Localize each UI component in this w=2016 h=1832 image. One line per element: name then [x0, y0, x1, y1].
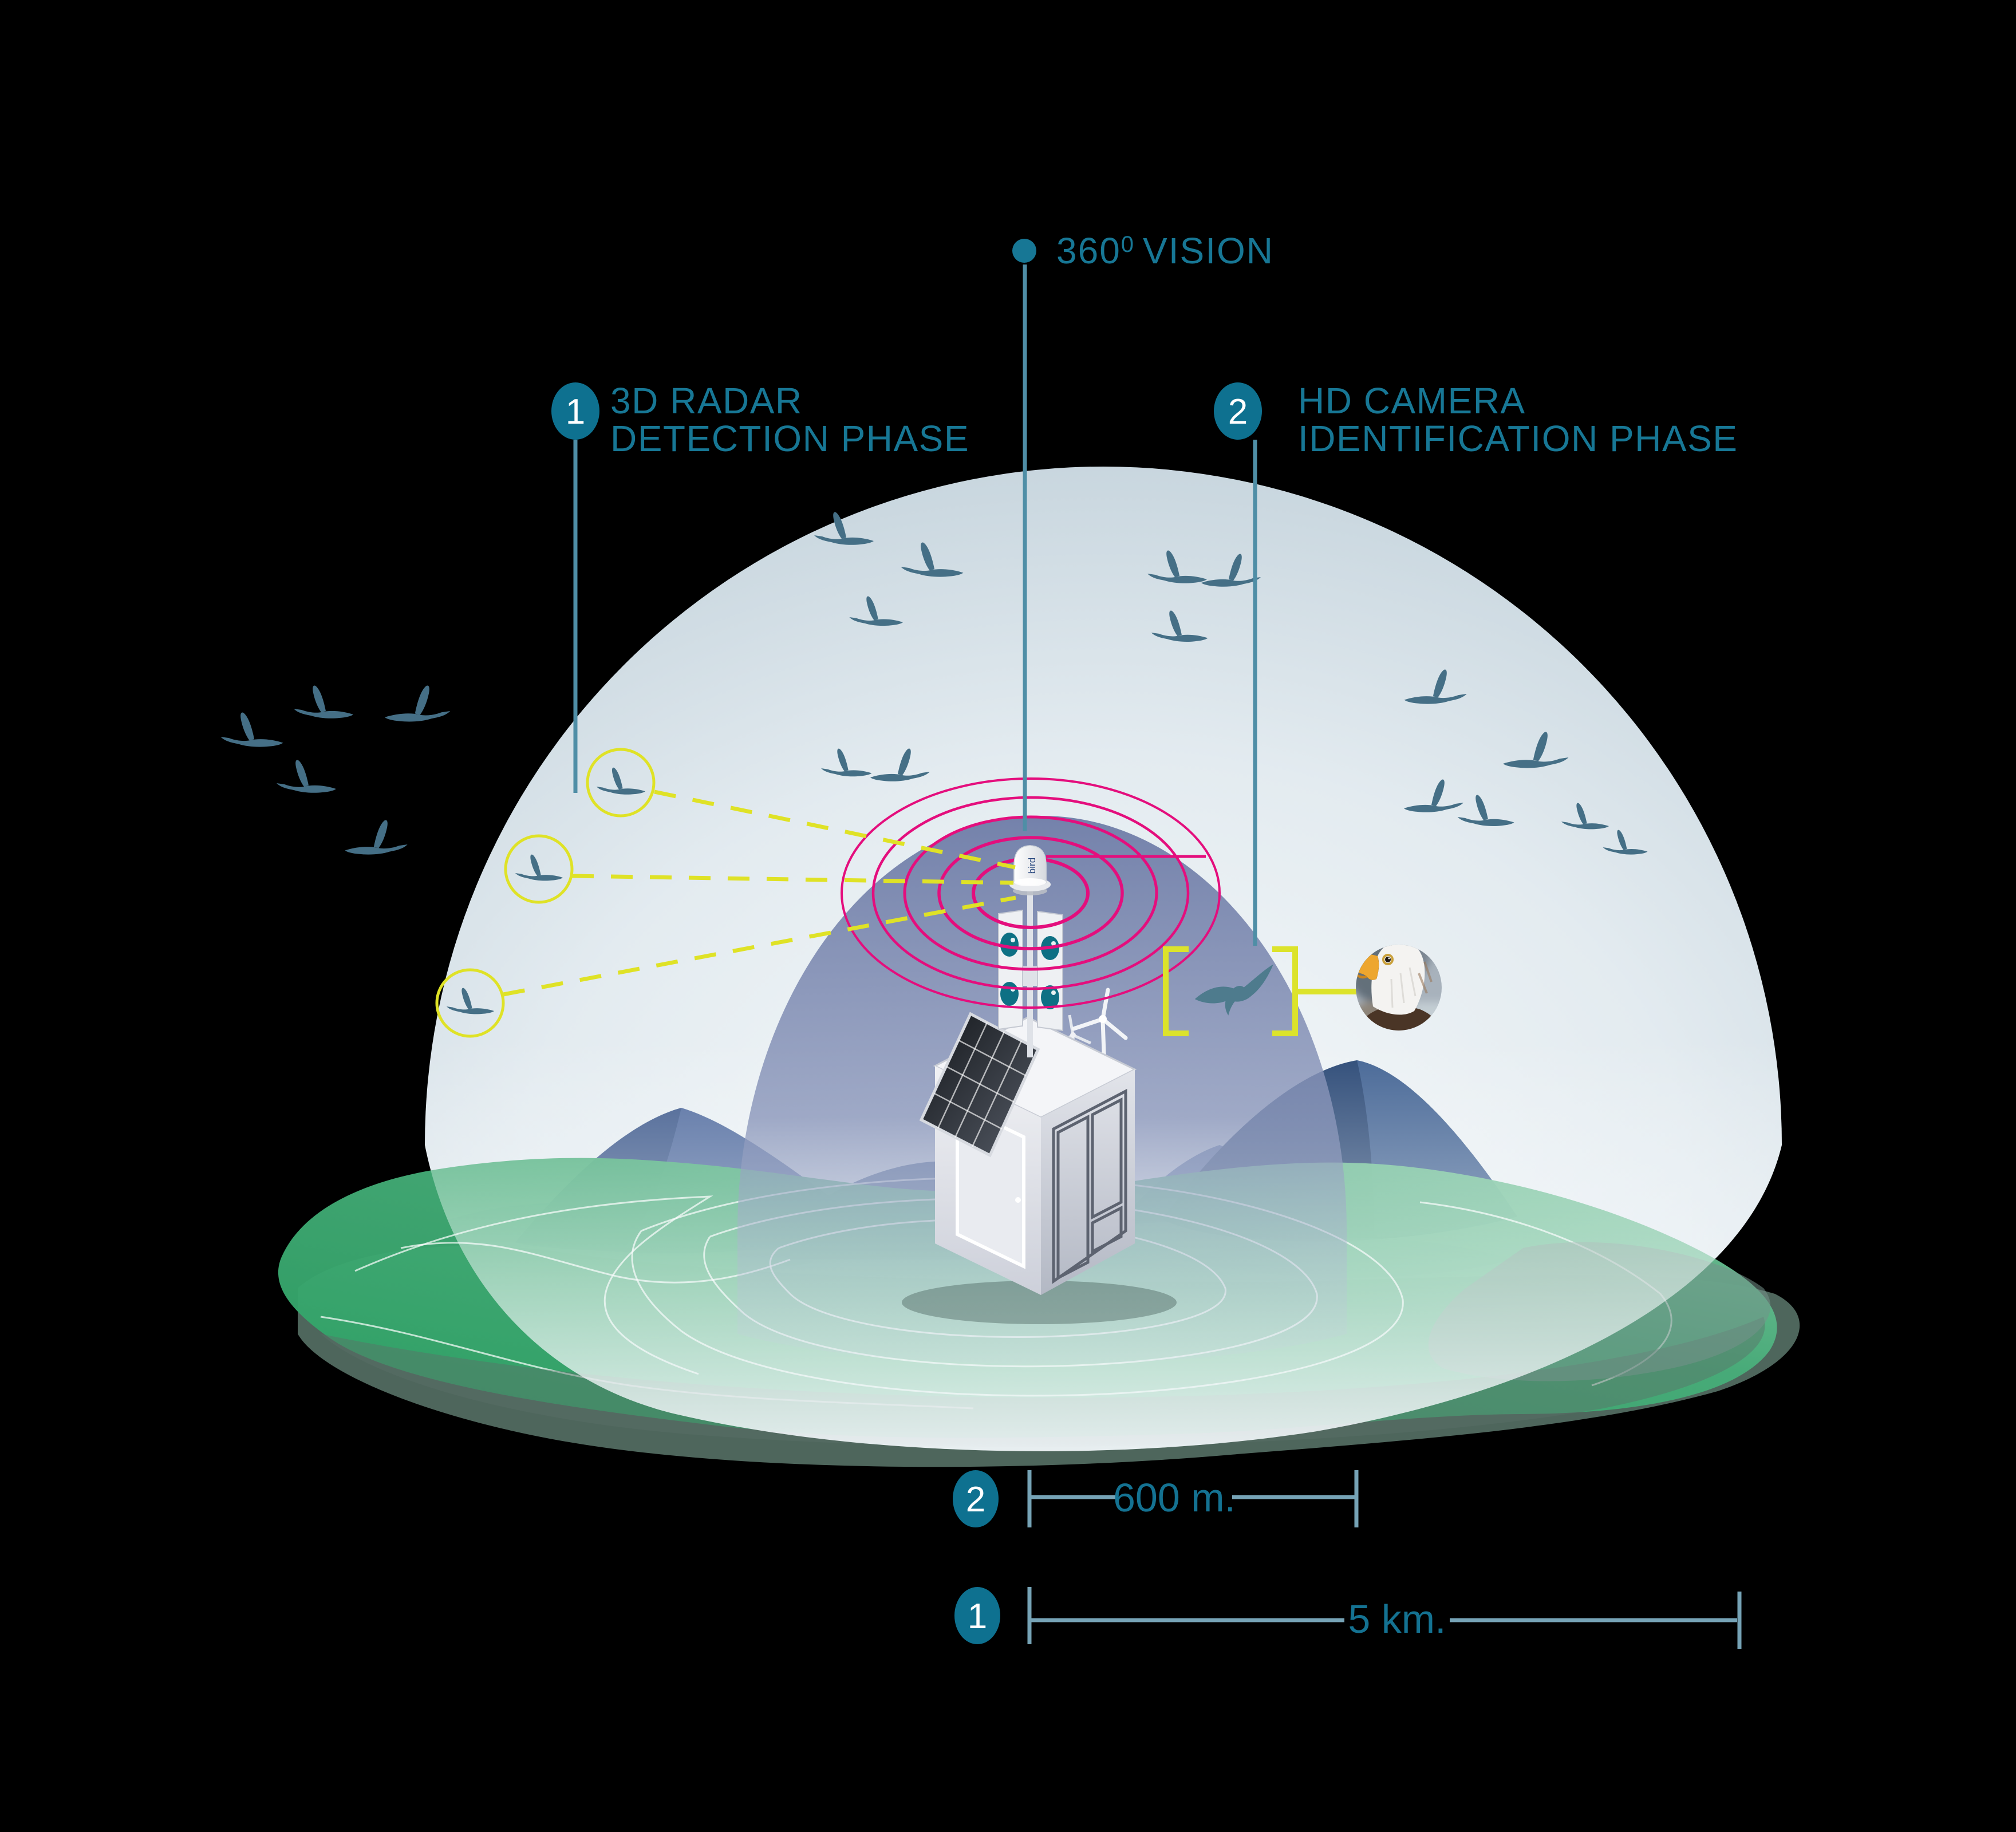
phase1-annotation: 1 3D RADAR DETECTION PHASE: [551, 380, 969, 459]
cabin-shadow: [902, 1281, 1177, 1324]
bird-icon: [220, 712, 283, 747]
bird-icon: [345, 820, 408, 855]
phase2-label-line2: IDENTIFICATION PHASE: [1298, 418, 1738, 459]
radar-range-badge: [954, 1587, 1000, 1644]
cabin-panel-frames: [1052, 1088, 1127, 1284]
detection-circle: [586, 748, 656, 818]
vision-dot-icon: [1012, 239, 1036, 263]
guide-lines: [573, 264, 1257, 946]
camera-range-badge-number: 2: [966, 1480, 985, 1519]
phase2-annotation: 2 HD CAMERA IDENTIFICATION PHASE: [1214, 380, 1738, 459]
camera-unit: [998, 909, 1063, 1032]
camera-range-label: 600 m.: [1113, 1475, 1236, 1520]
radar-ring: [841, 777, 1221, 1009]
phase2-badge: [1214, 382, 1262, 440]
camera-range-badge: [953, 1470, 999, 1527]
bracket-bird-icon: [1194, 964, 1273, 1016]
bird-icon: [385, 685, 451, 722]
radar-range-badge-number: 1: [968, 1597, 987, 1636]
radar-station: [902, 845, 1177, 1324]
phase1-label-line1: 3D RADAR: [610, 380, 803, 421]
phase2-badge-number: 2: [1228, 392, 1248, 432]
solar-panel: [919, 1012, 1040, 1158]
detection-circle: [504, 834, 574, 904]
radar-ring: [871, 796, 1190, 990]
phase1-label-line2: DETECTION PHASE: [610, 418, 969, 459]
detection-dash-lines: [503, 789, 1016, 997]
radar-range-row: 1 5 km.: [954, 1587, 1742, 1649]
detection-circles: [435, 748, 656, 1038]
detection-dash-line: [503, 895, 1016, 997]
camera-range-row: 2 600 m.: [953, 1470, 1359, 1527]
detection-circle: [435, 968, 505, 1038]
detection-dash-line: [571, 874, 1014, 885]
phase1-badge: [551, 382, 599, 440]
radar-ring: [903, 815, 1158, 971]
radar-range-dimension: [1027, 1587, 1742, 1649]
phase2-label-line1: HD CAMERA: [1298, 380, 1526, 421]
radar-range-label: 5 km.: [1348, 1597, 1446, 1641]
camera-range-dimension: [1027, 1470, 1359, 1527]
bird-icon: [277, 760, 336, 793]
radar-rings: [841, 777, 1221, 1009]
bird-icon: [294, 685, 353, 718]
phase1-badge-number: 1: [566, 392, 585, 432]
radar-ring: [937, 836, 1124, 950]
